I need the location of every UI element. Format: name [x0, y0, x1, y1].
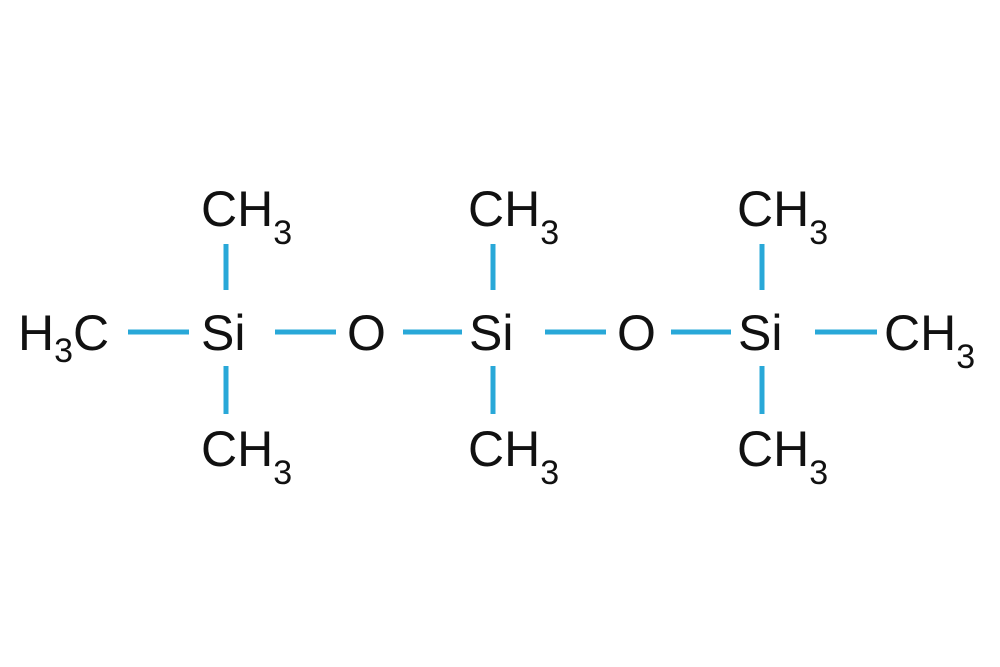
bonds	[128, 244, 877, 414]
atom-si-1: Si	[201, 305, 245, 361]
atoms: H3C Si Si Si O O CH3 CH3 CH3 CH3 CH3 CH3…	[18, 181, 975, 492]
atom-si-2: Si	[469, 305, 513, 361]
ch3-main: CH	[468, 421, 540, 477]
ch3-main: CH	[884, 305, 956, 361]
atom-ch3-si1-bottom: CH3	[201, 421, 292, 492]
ch3-main: CH	[201, 181, 273, 237]
ch3-sub: 3	[809, 214, 828, 252]
atom-ch3-si2-bottom: CH3	[468, 421, 559, 492]
ch3-sub: 3	[956, 338, 975, 376]
atom-ch3-si2-top: CH3	[468, 181, 559, 252]
ch3-main: CH	[737, 181, 809, 237]
atom-o-1: O	[347, 305, 386, 361]
atom-o-2: O	[617, 305, 656, 361]
ch3-sub: 3	[809, 454, 828, 492]
atom-si-3: Si	[738, 305, 782, 361]
atom-h3c-left: H3C	[18, 305, 109, 370]
atom-ch3-right: CH3	[884, 305, 975, 376]
ch3-main: CH	[468, 181, 540, 237]
ch3-sub: 3	[273, 214, 292, 252]
ch3-sub: 3	[273, 454, 292, 492]
atom-ch3-si3-bottom: CH3	[737, 421, 828, 492]
atom-ch3-si1-top: CH3	[201, 181, 292, 252]
h3c-tail: C	[73, 305, 109, 361]
atom-ch3-si3-top: CH3	[737, 181, 828, 252]
h3c-main: H	[18, 305, 54, 361]
ch3-sub: 3	[540, 214, 559, 252]
ch3-main: CH	[737, 421, 809, 477]
h3c-sub: 3	[54, 332, 73, 370]
ch3-main: CH	[201, 421, 273, 477]
ch3-sub: 3	[540, 454, 559, 492]
